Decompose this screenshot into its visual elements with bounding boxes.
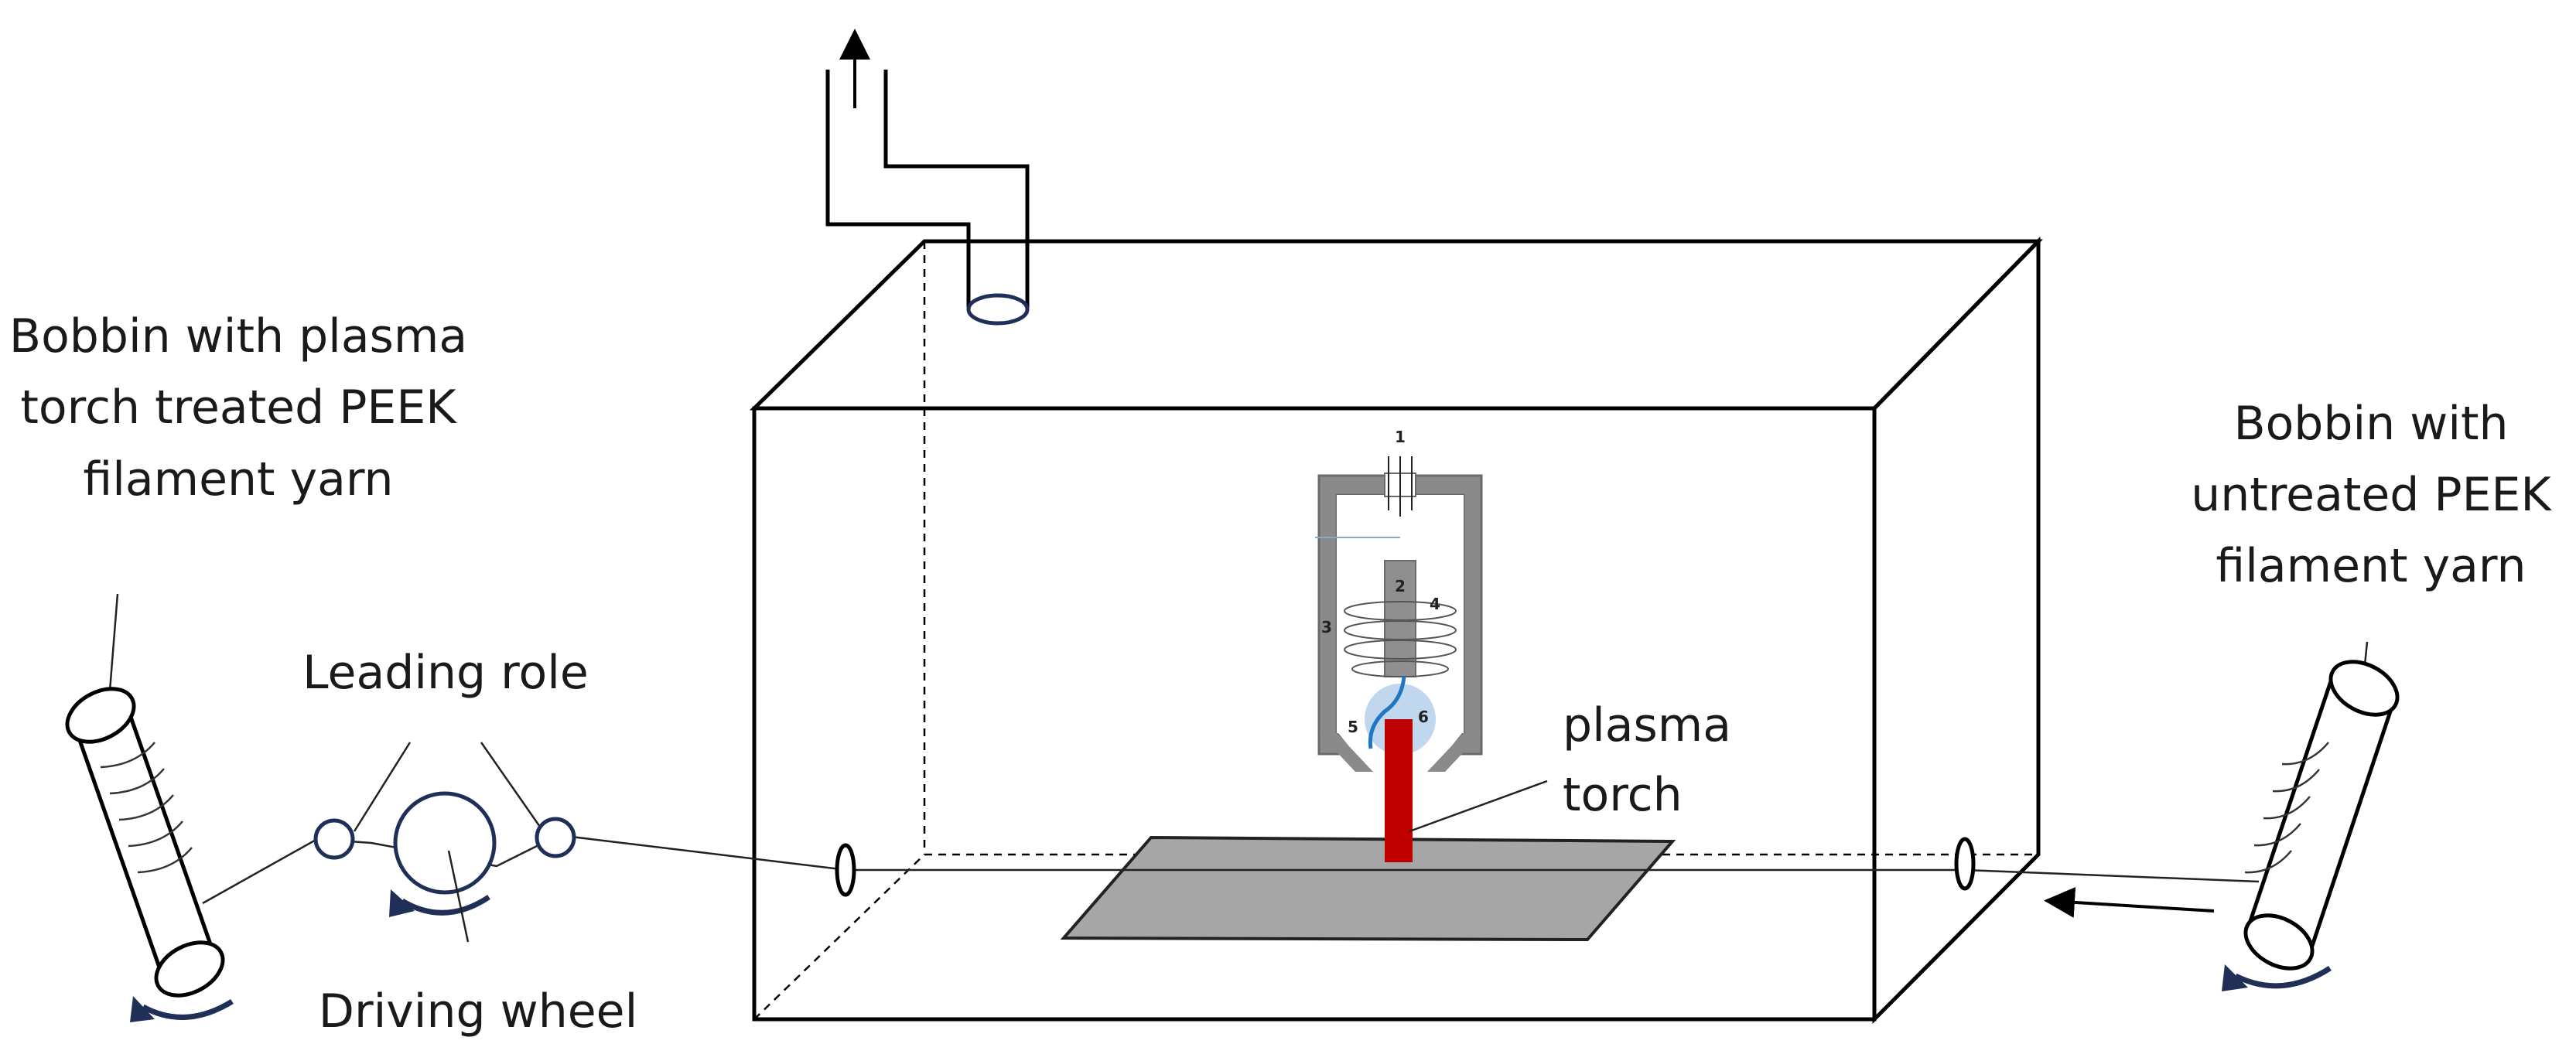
label-bobbin-untreated-line-3: filament yarn <box>2216 539 2526 593</box>
label-leading-role: Leading role <box>302 646 589 700</box>
torch-number-1: 1 <box>1395 428 1406 446</box>
driving-wheel-pointer <box>447 850 470 943</box>
bobbin-untreated-top-end <box>2328 660 2400 717</box>
bobbin-untreated-bottom-end <box>2243 913 2315 971</box>
exhaust-pipe-opening <box>966 293 1030 326</box>
label-plasma-torch-line-2: torch <box>1563 768 1683 822</box>
substrate-plate <box>1060 835 1676 942</box>
plasma-arc <box>1368 676 1406 749</box>
chamber-top-face <box>749 239 2043 411</box>
torch-nozzle-left <box>1319 733 1373 772</box>
driving-wheel-rotation-arrowhead-icon <box>389 889 415 917</box>
chamber-bottom-depth-edge <box>753 854 925 1020</box>
yarn-direction-arrow-icon <box>2044 886 2215 918</box>
bobbin-treated-rotation-arrowhead-icon <box>130 996 155 1022</box>
bobbin-treated-top-end <box>65 687 136 744</box>
bobbin-untreated-windings <box>2244 742 2329 874</box>
plasma-torch-pointer <box>1409 780 1548 833</box>
leading-roller-left <box>313 818 355 860</box>
bobbin-treated-windings <box>100 742 193 874</box>
leading-role-pointer-left <box>353 742 412 832</box>
exhaust-pipe-outline <box>825 70 1030 308</box>
torch-number-6: 6 <box>1418 708 1429 726</box>
chamber-outlet-port <box>835 843 856 897</box>
label-bobbin-treated-line-3: filament yarn <box>83 452 393 507</box>
bobbin-untreated <box>2222 641 2400 991</box>
torch-number-4: 4 <box>1430 595 1440 613</box>
label-bobbin-untreated-line-2: untreated PEEK <box>2191 468 2552 522</box>
label-bobbin-treated-line-2: torch treated PEEK <box>20 380 457 435</box>
torch-number-3: 3 <box>1321 618 1332 636</box>
bobbin-treated-body <box>73 703 217 981</box>
label-bobbin-treated-line-1: Bobbin with plasma <box>9 309 467 363</box>
bobbin-untreated-rotation-arrow-icon <box>2234 966 2332 989</box>
label-plasma-torch-line-1: plasma <box>1563 698 1731 752</box>
label-bobbin-untreated-line-1: Bobbin with <box>2233 397 2508 451</box>
bobbin-untreated-rotation-arrowhead-icon <box>2222 964 2248 991</box>
plasma-jet <box>1385 719 1413 862</box>
bobbin-treated <box>65 593 234 1022</box>
bobbin-treated-bottom-end <box>154 940 225 998</box>
bobbin-untreated-body <box>2245 676 2397 956</box>
label-driving-wheel: Driving wheel <box>319 984 638 1039</box>
torch-number-5: 5 <box>1348 718 1358 736</box>
labels: Bobbin with plasma torch treated PEEK fi… <box>9 309 2553 1039</box>
chamber-inlet-port <box>1954 837 1976 891</box>
driving-wheel <box>393 791 497 895</box>
plasma-torch-assembly: 1 2 3 4 5 6 <box>1315 428 1548 862</box>
swirl-coil <box>1344 601 1457 677</box>
chamber-right-face <box>1872 236 2041 1025</box>
bobbin-treated-rotation-arrow-icon <box>142 999 234 1020</box>
torch-number-2: 2 <box>1395 577 1406 595</box>
leading-roller-right <box>535 817 576 858</box>
gas-flow-arrows-icon <box>1388 456 1413 517</box>
torch-nozzle-right <box>1427 733 1481 772</box>
leading-role-pointer-right <box>480 742 543 830</box>
driving-wheel-rotation-arrow-icon <box>401 895 490 916</box>
yarn-guiding-system <box>313 742 576 943</box>
exhaust-pipe <box>825 29 1030 326</box>
